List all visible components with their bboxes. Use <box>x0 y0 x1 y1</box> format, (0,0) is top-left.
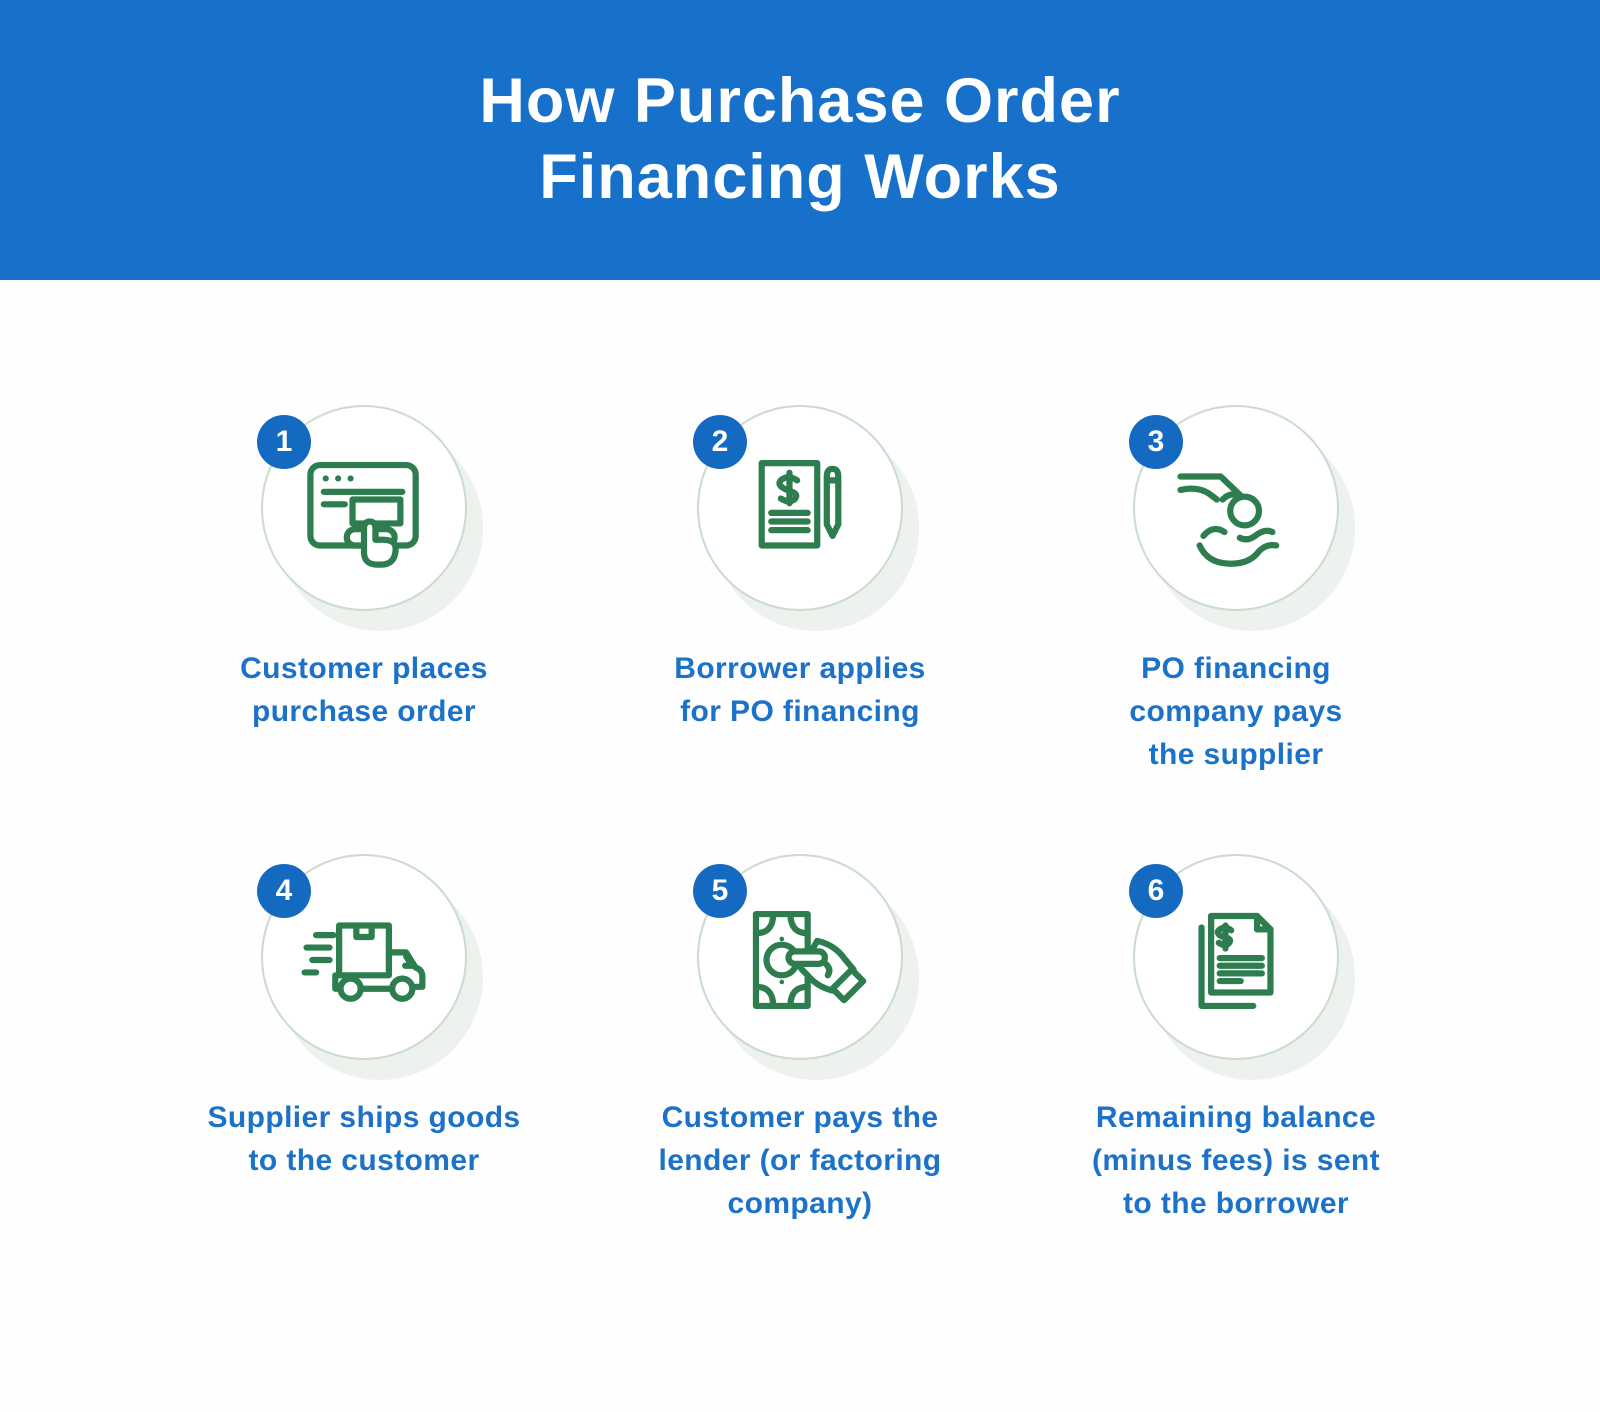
step-number: 1 <box>275 425 293 458</box>
step-caption: Remaining balance (minus fees) is sent t… <box>1091 1101 1381 1220</box>
hand-giving-coin-icon <box>1177 473 1280 567</box>
step-card-3: 3 PO financing company pays the supplier <box>1018 405 1454 776</box>
browser-order-click-icon <box>307 461 419 568</box>
step-2-icon-circle: 2 <box>693 405 903 611</box>
step-caption: Customer places purchase order <box>240 652 488 728</box>
step-caption: Borrower applies for PO financing <box>674 652 926 728</box>
step-caption: Customer pays the lender (or factoring c… <box>658 1101 942 1220</box>
hand-paying-cash-icon <box>752 910 867 1010</box>
steps-grid: 1 Customer places pu <box>0 405 1600 1225</box>
step-number: 5 <box>711 874 729 907</box>
step-number-badge: 4 <box>257 864 311 918</box>
step-card-5: 5 <box>582 854 1018 1225</box>
financing-application-icon <box>758 460 842 549</box>
delivery-truck-icon <box>301 922 426 1002</box>
step-number-badge: 1 <box>257 415 311 469</box>
step-number: 3 <box>1147 425 1165 458</box>
step-number: 2 <box>711 425 729 458</box>
step-number: 6 <box>1147 874 1165 907</box>
step-number: 4 <box>275 874 293 907</box>
step-6-icon-circle: 6 <box>1129 854 1339 1060</box>
steps-row-2: 4 <box>0 854 1600 1225</box>
invoice-documents-icon <box>1198 912 1274 1010</box>
step-card-1: 1 Customer places pu <box>146 405 582 733</box>
step-3-icon-circle: 3 <box>1129 405 1339 611</box>
step-4-icon-circle: 4 <box>257 854 467 1060</box>
step-number-badge: 6 <box>1129 864 1183 918</box>
step-card-6: 6 Remaining balance (minus fees) <box>1018 854 1454 1225</box>
step-number-badge: 3 <box>1129 415 1183 469</box>
step-number-badge: 2 <box>693 415 747 469</box>
steps-row-1: 1 Customer places pu <box>0 405 1600 776</box>
step-number-badge: 5 <box>693 864 747 918</box>
step-card-4: 4 <box>146 854 582 1182</box>
step-caption: PO financing company pays the supplier <box>1129 652 1343 771</box>
page-title: How Purchase Order Financing Works <box>479 66 1121 212</box>
step-card-2: 2 Borrower applies for PO financing <box>582 405 1018 733</box>
step-5-icon-circle: 5 <box>693 854 903 1060</box>
header-banner: How Purchase Order Financing Works <box>0 0 1600 280</box>
step-1-icon-circle: 1 <box>257 405 467 611</box>
step-caption: Supplier ships goods to the customer <box>207 1101 521 1177</box>
